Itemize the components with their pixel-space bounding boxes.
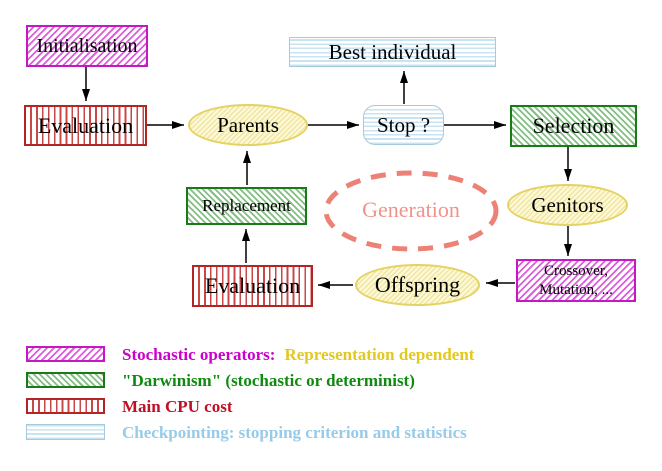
legend-label-darwinism: "Darwinism" (stochastic or determinist) [122, 370, 415, 390]
node-replacement-label: Replacement [202, 196, 291, 216]
node-genitors: Genitors [507, 184, 628, 226]
node-crossover-line1: Crossover, [544, 262, 608, 279]
node-best-individual: Best individual [289, 37, 496, 67]
node-replacement: Replacement [186, 187, 307, 225]
node-evaluation-bottom: Evaluation [192, 265, 313, 307]
node-initialisation: Initialisation [26, 25, 148, 67]
node-stop: Stop ? [363, 105, 444, 145]
legend-swatch-cyan-stripes [26, 424, 105, 440]
legend-label-representation-dependent: Representation dependent [284, 344, 475, 364]
node-offspring-label: Offspring [374, 272, 461, 298]
legend-label-stochastic-operators: Stochastic operators: [122, 344, 276, 364]
node-selection-label: Selection [532, 113, 615, 139]
node-offspring: Offspring [355, 264, 480, 306]
legend-row-stochastic-operators: Stochastic operators: Representation dep… [26, 345, 474, 363]
legend-label-checkpointing: Checkpointing: stopping criterion and st… [122, 422, 467, 442]
node-evaluation-top-label: Evaluation [37, 112, 134, 138]
legend-label-main-cpu-cost: Main CPU cost [122, 396, 233, 416]
node-best-individual-label: Best individual [328, 39, 457, 64]
node-crossover-mutation: Crossover, Mutation, ... [516, 259, 636, 302]
node-parents: Parents [188, 104, 308, 146]
legend-row-darwinism: "Darwinism" (stochastic or determinist) [26, 371, 415, 389]
legend-swatch-green-hatch [26, 372, 105, 388]
legend-row-checkpointing: Checkpointing: stopping criterion and st… [26, 423, 467, 441]
legend-swatch-magenta-hatch [26, 346, 105, 362]
node-evaluation-top: Evaluation [24, 105, 147, 146]
node-parents-label: Parents [217, 112, 279, 137]
node-stop-label: Stop ? [376, 112, 431, 137]
generation-loop-label: Generation [362, 197, 460, 222]
node-selection: Selection [510, 105, 637, 147]
node-initialisation-label: Initialisation [36, 34, 138, 57]
generation-loop-ellipse [323, 170, 499, 252]
legend-swatch-red-stripes [26, 398, 105, 414]
node-genitors-label: Genitors [531, 192, 604, 217]
legend-row-main-cpu-cost: Main CPU cost [26, 397, 232, 415]
node-crossover-line2: Mutation, ... [539, 281, 613, 298]
node-evaluation-bottom-label: Evaluation [204, 273, 301, 299]
